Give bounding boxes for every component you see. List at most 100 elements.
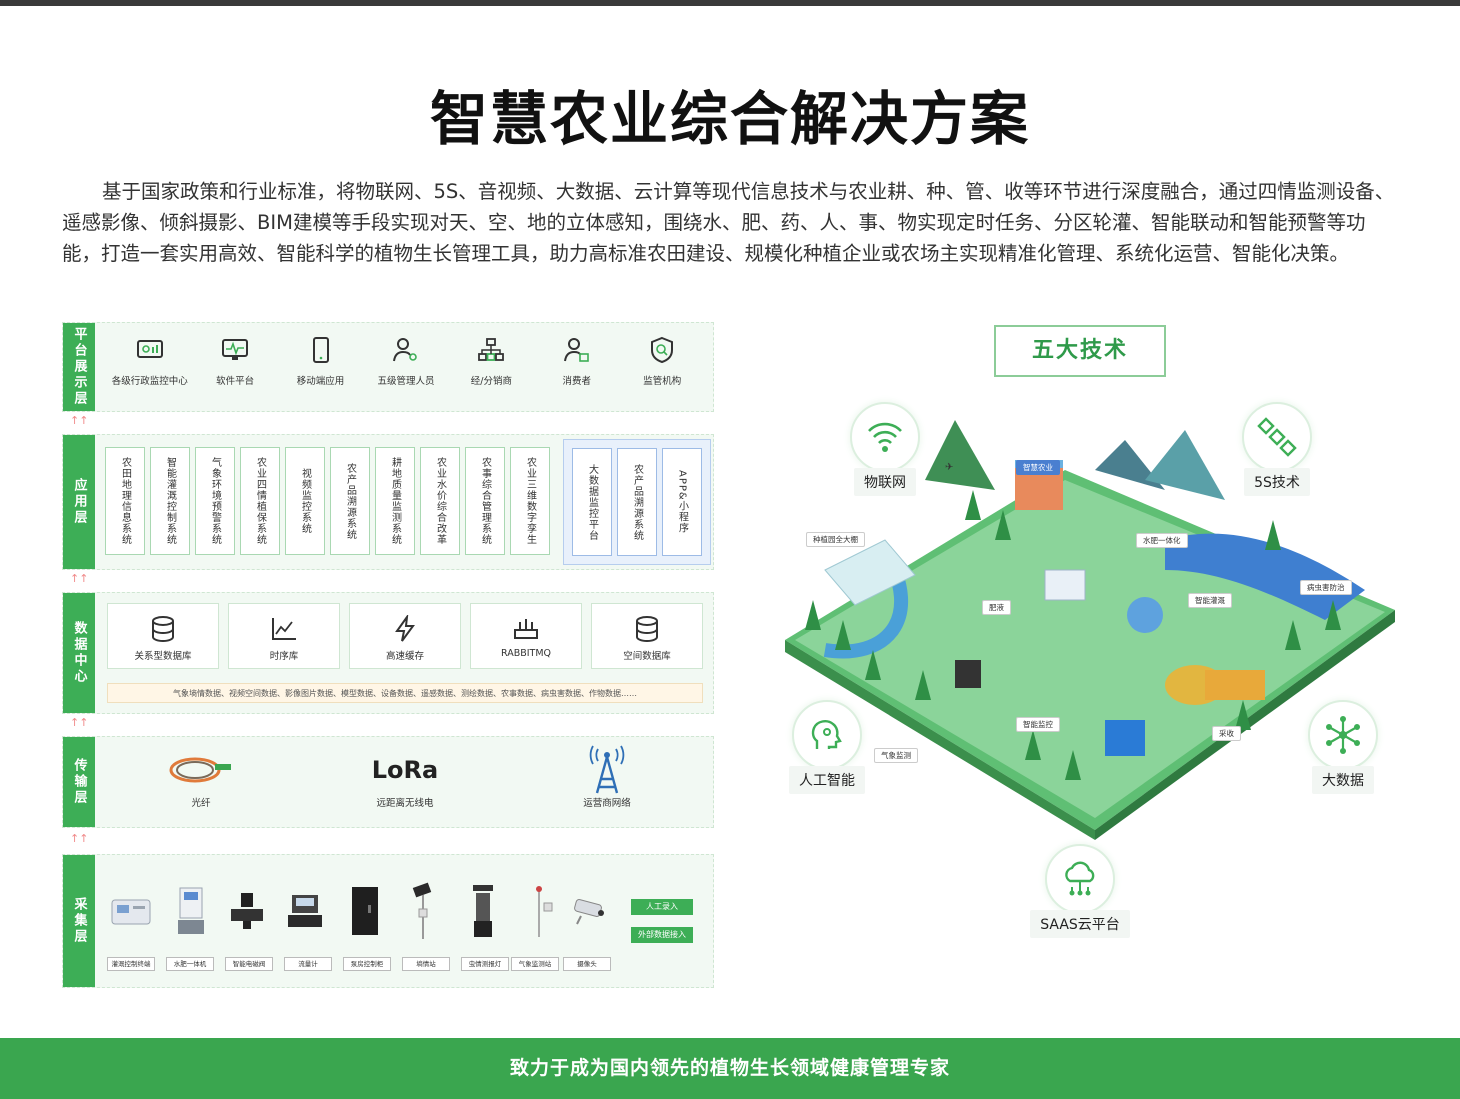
app-system: 智能灌溉控制系统 (150, 447, 190, 555)
footer-banner: 致力于成为国内领先的植物生长领域健康管理专家 (0, 1038, 1460, 1099)
device-label: 水肥一体机 (166, 957, 214, 971)
mobile-phone-icon (306, 335, 336, 365)
device-label: 墒情站 (402, 957, 450, 971)
platform-items: 各级行政监控中心 软件平台 移动端应用 五级管理人员 经/分销商 消费者 监管机… (107, 335, 705, 387)
device-irrigation-terminal-icon (111, 883, 151, 939)
arrow-up-1: ↑↑ (70, 414, 89, 427)
lightning-icon (390, 614, 420, 644)
shield-icon (647, 335, 677, 365)
tech-label: 物联网 (854, 468, 916, 496)
platform-item-consumers: 消费者 (536, 335, 618, 387)
platform-item-regulators: 监管机构 (621, 335, 703, 387)
app-system: 农业四情植保系统 (240, 447, 280, 555)
tech-5s: 5S技术 (1222, 402, 1332, 496)
illu-label: 智能灌溉 (1188, 593, 1232, 608)
manual-input-button[interactable]: 人工录入 (631, 899, 693, 915)
device-label: 流量计 (284, 957, 332, 971)
platform-item-label: 各级行政监控中心 (111, 376, 188, 387)
platform-item-mobile: 移动端应用 (280, 335, 362, 387)
arrow-up-4: ↑↑ (70, 832, 89, 845)
ai-head-icon (792, 700, 862, 770)
router-icon (511, 614, 541, 644)
tech-saas: SAAS云平台 (1020, 844, 1140, 938)
device-camera-icon (571, 883, 611, 939)
pulse-monitor-icon (220, 335, 250, 365)
arrow-up-3: ↑↑ (70, 716, 89, 729)
platform-item-managers: 五级管理人员 (365, 335, 447, 387)
tech-label: 大数据 (1312, 766, 1374, 794)
device-pump-cabinet-icon (345, 883, 385, 939)
cloud-icon (1045, 844, 1115, 914)
tech-label: 5S技术 (1244, 468, 1310, 496)
platform-item-distributors: 经/分销商 (450, 335, 532, 387)
app-blue-panel: 大数据监控平台 农产品溯源系统 APP&小程序 (563, 439, 711, 565)
external-data-button[interactable]: 外部数据接入 (631, 927, 693, 943)
database-icon (632, 614, 662, 644)
cell-tower-icon (547, 745, 667, 795)
transport-fiber: 光纤 (141, 745, 261, 809)
app-system: 农业三维数字孪生 (510, 447, 550, 555)
platform-item-label: 监管机构 (643, 376, 682, 387)
dc-timeseries-db: 时序库 (228, 603, 340, 669)
layer-tag-application: 应用层 (63, 435, 95, 569)
illu-label: 病虫害防治 (1300, 580, 1352, 595)
illu-label: 种植园全大棚 (806, 532, 865, 547)
device-label: 灌溉控制终端 (107, 957, 155, 971)
layer-data-center: 数据中心 关系型数据库 时序库 高速缓存 RABBITMQ 空间数据库 气象墒情… (62, 592, 714, 714)
platform-item-label: 移动端应用 (296, 376, 345, 387)
illu-label: 气象监测 (874, 748, 918, 763)
intro-paragraph: 基于国家政策和行业标准，将物联网、5S、音视频、大数据、云计算等现代信息技术与农… (62, 180, 1395, 265)
dc-spatial-db: 空间数据库 (591, 603, 703, 669)
app-system: 农业水价综合改革 (420, 447, 460, 555)
layer-application: 应用层 农田地理信息系统 智能灌溉控制系统 气象环境预警系统 农业四情植保系统 … (62, 434, 714, 570)
device-fertigation-icon (171, 883, 211, 939)
hierarchy-icon (476, 335, 506, 365)
line-chart-icon (269, 614, 299, 644)
device-soil-station-icon (403, 882, 443, 939)
data-types-strip: 气象墒情数据、视频空间数据、影像图片数据、模型数据、设备数据、遥感数据、测绘数据… (107, 683, 703, 703)
tech-iot: 物联网 (830, 402, 940, 496)
platform-item-label: 经/分销商 (470, 376, 512, 387)
app-system: 农产品溯源系统 (617, 448, 657, 556)
network-nodes-icon (1308, 700, 1378, 770)
tech-ai: 人工智能 (772, 700, 882, 794)
device-weather-station-icon (519, 883, 559, 939)
app-system: 耕地质量监测系统 (375, 447, 415, 555)
illu-label: 采收 (1212, 726, 1241, 741)
database-icon (148, 614, 178, 644)
platform-item-label: 消费者 (562, 376, 592, 387)
illu-label: 智慧农业 (1016, 460, 1060, 475)
device-label: 泵房控制柜 (343, 957, 391, 971)
platform-item-label: 软件平台 (216, 376, 255, 387)
satellite-icon (1242, 402, 1312, 472)
transport-lora: LoRa 远距离无线电 (345, 745, 465, 809)
arrow-up-2: ↑↑ (70, 572, 89, 585)
illu-label: 智能监控 (1016, 717, 1060, 732)
layer-tag-transport: 传输层 (63, 737, 95, 827)
device-flowmeter-icon (285, 883, 325, 939)
lora-logo: LoRa (371, 756, 439, 784)
app-system: 农产品溯源系统 (330, 447, 370, 555)
device-label: 虫情测报灯 (461, 957, 509, 971)
transport-carrier: 运营商网络 (547, 745, 667, 809)
app-system: 大数据监控平台 (572, 448, 612, 556)
svg-text:✈: ✈ (945, 462, 953, 473)
app-system: APP&小程序 (662, 448, 702, 556)
layer-tag-platform: 平台展示层 (63, 323, 95, 411)
device-label: 气象监测站 (511, 957, 559, 971)
user-gear-icon (391, 335, 421, 365)
fiber-cable-icon (141, 745, 261, 795)
five-tech-heading: 五大技术 (994, 325, 1166, 377)
tech-label: SAAS云平台 (1030, 910, 1130, 938)
top-border (0, 0, 1460, 6)
layer-tag-data-center: 数据中心 (63, 593, 95, 713)
device-label: 智能电磁阀 (225, 957, 273, 971)
dc-rabbitmq: RABBITMQ (470, 603, 582, 669)
app-system: 农事综合管理系统 (465, 447, 505, 555)
layer-tag-collect: 采集层 (63, 855, 95, 987)
consumer-icon (562, 335, 592, 365)
app-system: 气象环境预警系统 (195, 447, 235, 555)
illu-label: 肥液 (982, 600, 1011, 615)
dc-cache: 高速缓存 (349, 603, 461, 669)
device-insect-lamp-icon (463, 883, 503, 939)
